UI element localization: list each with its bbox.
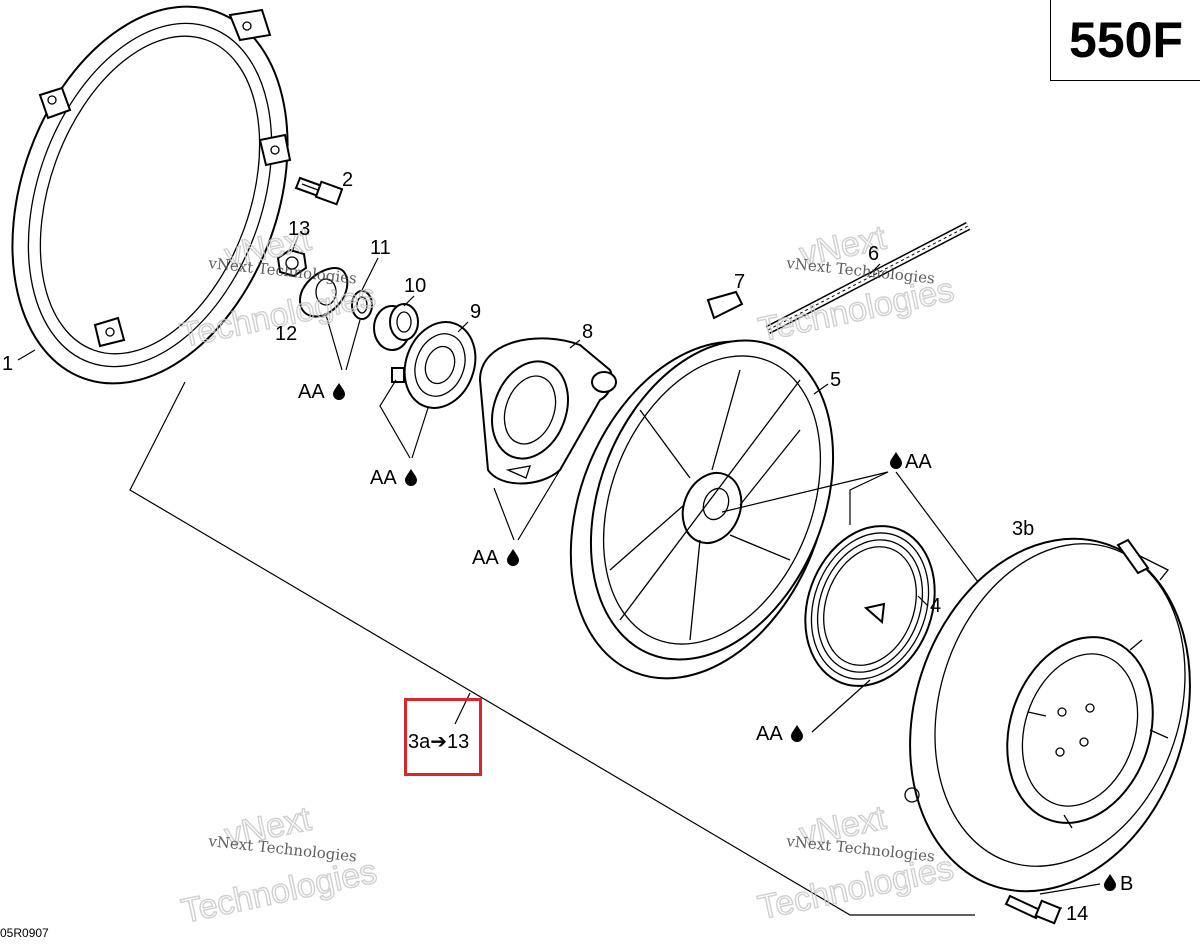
figure-id: 05R0907 <box>0 926 49 940</box>
recoil-spring-part-4 <box>804 525 936 687</box>
bushing-part-10 <box>373 303 419 351</box>
callout-7: 7 <box>734 271 745 293</box>
starter-housing-part-3b <box>904 537 1191 893</box>
lubricant-mark-spring-4: AA <box>756 723 803 745</box>
arrow-icon: ➔ <box>430 731 448 753</box>
lube-b-label: B <box>1120 873 1133 895</box>
reference-to: 13 <box>447 731 470 753</box>
drop-icon <box>791 725 803 742</box>
callout-3b: 3b <box>1012 518 1034 540</box>
rope-part-6 <box>765 222 971 334</box>
reference-note: 3a➔13 <box>408 729 469 754</box>
pawl-housing-part-8 <box>478 337 617 485</box>
reference-from: 3a <box>408 731 431 753</box>
drop-icon <box>405 469 417 486</box>
drop-icon <box>1104 874 1116 891</box>
callout-6: 6 <box>868 243 879 265</box>
callout-11: 11 <box>370 237 391 259</box>
callout-10: 10 <box>404 275 426 297</box>
lube-aa-label: AA <box>370 467 397 489</box>
lube-aa-label: AA <box>298 381 325 403</box>
pawl-part-7 <box>706 290 744 320</box>
model-code-box: 550F <box>1050 0 1200 81</box>
bolt-part-14 <box>1004 894 1062 925</box>
lubricant-mark-8: AA <box>472 547 519 569</box>
reference-highlight-box <box>404 698 482 776</box>
lubricant-mark-bolt-14: B <box>1104 873 1133 895</box>
spring-plate-part-9 <box>391 321 477 409</box>
pulley-part-5 <box>569 339 835 680</box>
model-code: 550F <box>1069 12 1183 68</box>
lube-aa-label: AA <box>756 723 783 745</box>
leader-lines <box>17 235 1101 916</box>
callout-labels: 1 2 3b 4 5 6 7 8 9 10 11 12 13 14 <box>2 169 1088 925</box>
lubricant-mark-12-11: AA <box>298 381 345 403</box>
callout-13: 13 <box>288 218 310 240</box>
lube-aa-label: AA <box>905 451 932 473</box>
lubricant-mark-9: AA <box>370 467 417 489</box>
drop-icon <box>890 452 902 469</box>
callout-5: 5 <box>830 369 841 391</box>
watermark-bottom-left: Technologies vNext vNext Technologies <box>177 799 380 932</box>
callout-2: 2 <box>342 169 353 191</box>
callout-8: 8 <box>582 321 593 343</box>
callout-4: 4 <box>930 595 941 617</box>
drop-icon <box>507 549 519 566</box>
nut-part-13 <box>276 248 308 278</box>
lubricant-mark-top-right: AA <box>890 451 932 473</box>
callout-1: 1 <box>2 353 13 375</box>
starter-cup-part-1 <box>11 5 292 385</box>
bolt-part-2 <box>294 176 344 206</box>
callout-12: 12 <box>275 323 297 345</box>
plate-part-12 <box>298 267 349 318</box>
callout-14: 14 <box>1066 903 1088 925</box>
lube-aa-label: AA <box>472 547 499 569</box>
drop-icon <box>333 383 345 400</box>
callout-9: 9 <box>470 301 481 323</box>
washer-part-11 <box>351 290 373 320</box>
